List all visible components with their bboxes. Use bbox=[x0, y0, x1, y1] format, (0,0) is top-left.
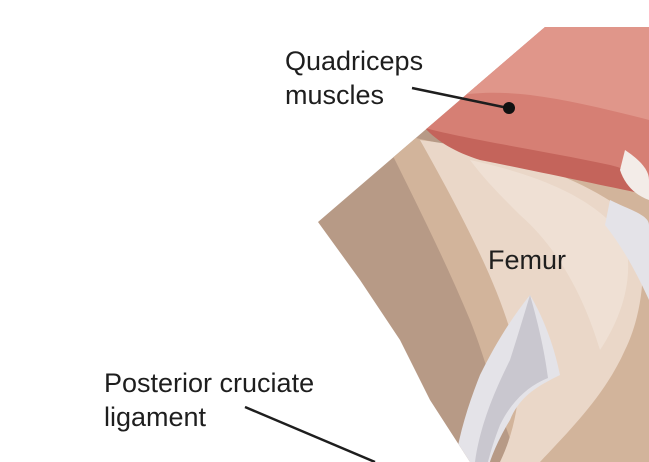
posterior-cruciate-ligament-shadow bbox=[475, 295, 548, 462]
quadriceps-label-line-2: muscles bbox=[285, 80, 385, 110]
quadriceps-muscle-shadow bbox=[425, 128, 649, 195]
femur-label-text: Femur bbox=[488, 245, 567, 275]
femur-label: Femur bbox=[488, 243, 566, 277]
posterior-cruciate-ligament-label: Posterior cruciate ligament bbox=[104, 366, 314, 434]
quadriceps-muscles-label: Quadriceps muscles bbox=[285, 44, 423, 112]
pcl-label-line-1: Posterior cruciate bbox=[104, 368, 315, 398]
ligament-right bbox=[605, 200, 649, 300]
pcl-leader-line bbox=[244, 405, 376, 462]
quadriceps-leader-line bbox=[411, 86, 509, 110]
quadriceps-label-line-1: Quadriceps bbox=[285, 46, 424, 76]
tendon-edge bbox=[620, 150, 649, 200]
femur-highlight bbox=[470, 160, 629, 350]
pcl-label-line-2: ligament bbox=[104, 402, 207, 432]
quadriceps-muscle-highlight bbox=[462, 27, 649, 120]
quadriceps-leader-dot bbox=[503, 102, 515, 114]
